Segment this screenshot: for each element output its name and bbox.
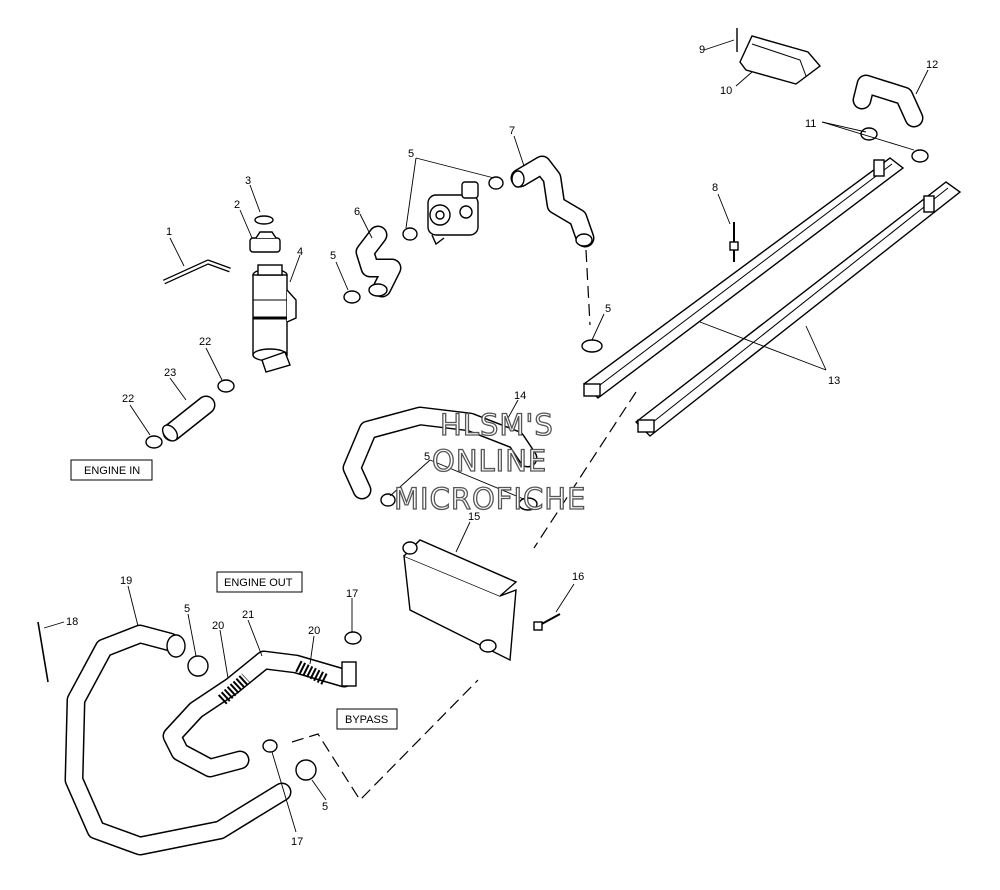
part-hose-19	[64, 624, 292, 856]
part-clamp-11b	[911, 149, 929, 163]
connection-line	[291, 679, 479, 801]
part-hose-6	[355, 225, 402, 298]
watermark-line2: ONLINE	[432, 444, 547, 478]
part-clamp-5-mid-left	[380, 493, 396, 507]
label-5: 5	[184, 603, 190, 615]
label-20: 20	[212, 620, 224, 632]
part-hose-23	[161, 395, 216, 442]
label-20: 20	[308, 625, 320, 637]
part-hex-key	[162, 259, 231, 285]
label-2: 2	[234, 199, 240, 211]
part-thermostat-housing	[427, 181, 479, 246]
leader-lines	[43, 39, 929, 833]
part-corrugated-20b	[295, 660, 329, 686]
box-bypass-label: BYPASS	[345, 714, 388, 726]
box-engine-out: ENGINE OUT	[216, 571, 303, 593]
label-9: 9	[699, 44, 705, 56]
part-clamp-5-upper	[402, 227, 418, 241]
box-engine-in-label: ENGINE IN	[84, 465, 140, 477]
label-11: 11	[805, 118, 816, 130]
box-engine-out-label: ENGINE OUT	[224, 577, 293, 589]
label-8: 8	[712, 182, 718, 194]
part-clamp-5-lower-left	[187, 655, 209, 677]
part-clamp-5-left	[343, 290, 361, 304]
label-3: 3	[245, 175, 251, 187]
part-hose-12	[852, 74, 924, 128]
part-clamp-5-mid-right	[518, 497, 538, 511]
part-heat-exchanger	[402, 539, 518, 662]
part-clamp-5-lower-right	[295, 759, 317, 781]
label-15: 15	[468, 511, 480, 523]
label-5: 5	[605, 303, 611, 315]
label-17: 17	[346, 588, 358, 600]
part-cooler-upper	[582, 157, 905, 399]
part-cooler-lower	[634, 181, 962, 437]
label-13: 13	[828, 375, 840, 387]
part-corrugated-20a	[217, 673, 251, 705]
box-engine-in: ENGINE IN	[70, 459, 153, 481]
label-4: 4	[297, 246, 303, 258]
part-hose-21	[162, 650, 354, 778]
part-clamp-22a	[217, 379, 235, 393]
connection-line	[533, 391, 637, 549]
part-tie-18	[37, 621, 49, 683]
part-number-labels: 1 2 3 4 5 5 5 5 5 5 6 7 8 9 10 11 12 13 …	[66, 44, 938, 848]
watermark: HLSM'S ONLINE MICROFICHE	[393, 407, 586, 516]
part-oring	[254, 215, 274, 225]
watermark-line1: HLSM'S	[440, 408, 554, 442]
part-clamp-5-right	[581, 339, 603, 353]
label-22: 22	[122, 393, 134, 405]
part-bolt-8	[729, 222, 739, 262]
label-5: 5	[408, 148, 414, 160]
box-bypass: BYPASS	[336, 708, 398, 730]
part-hose-7	[510, 155, 595, 248]
label-19: 19	[120, 575, 132, 587]
part-clamp-22b	[145, 435, 163, 449]
part-coolant-reservoir	[252, 264, 297, 373]
part-fitting-bypass	[341, 661, 357, 687]
part-hose-14	[342, 406, 538, 500]
label-21: 21	[242, 609, 254, 621]
label-5: 5	[322, 801, 328, 813]
part-clamp-17b	[262, 739, 278, 753]
label-23: 23	[164, 367, 176, 379]
watermark-line3: MICROFICHE	[394, 482, 586, 516]
label-1: 1	[166, 226, 172, 238]
label-18: 18	[66, 616, 78, 628]
part-bolt-16	[533, 613, 561, 631]
label-14: 14	[514, 390, 526, 402]
label-6: 6	[354, 206, 360, 218]
label-22: 22	[199, 336, 211, 348]
part-cover-10	[739, 35, 822, 85]
label-5: 5	[330, 250, 336, 262]
label-16: 16	[572, 571, 584, 583]
connection-line	[585, 249, 591, 326]
part-clamp-17a	[344, 631, 362, 645]
label-12: 12	[926, 59, 938, 71]
part-clamp-5-top	[488, 176, 504, 190]
label-5: 5	[424, 451, 430, 463]
part-pressure-cap	[249, 231, 281, 253]
label-7: 7	[509, 125, 515, 137]
label-10: 10	[720, 85, 732, 97]
label-17: 17	[291, 836, 303, 848]
